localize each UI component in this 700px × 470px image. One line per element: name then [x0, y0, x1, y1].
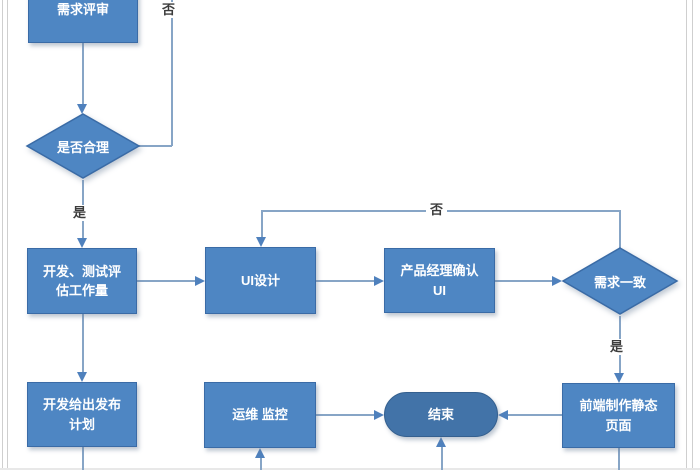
node-release-plan-line1: 开发给出发布 [42, 397, 121, 412]
node-ops-monitoring-label: 运维 监控 [232, 407, 288, 423]
arrowhead-right-uidesign [195, 276, 205, 286]
arrowhead-right-consistent [552, 276, 562, 286]
connector-up-into-end [441, 447, 443, 470]
node-is-reasonable: 是否合理 [25, 112, 141, 180]
arrowhead-down-frontend [614, 373, 624, 383]
arrowhead-down-reasonable [77, 104, 87, 114]
connector-pmconfirm-to-consistent [495, 280, 552, 282]
frame-right-inner-line [686, 0, 687, 470]
node-dev-test-estimate-line1: 开发、测试评 [42, 263, 121, 279]
node-release-plan-line2: 计划 [68, 416, 95, 432]
arrowhead-right-pmconfirm [374, 276, 384, 286]
arrowhead-up-end [436, 437, 446, 447]
node-is-reasonable-label: 是否合理 [56, 139, 109, 155]
node-requirement-review-label: 需求评审 [56, 1, 109, 17]
connector-estimate-to-releaseplan [82, 314, 84, 372]
edge-label-consistent-yes: 是 [606, 339, 628, 355]
arrowhead-down-uidesign-top [256, 237, 266, 247]
connector-frontend-down [618, 448, 620, 470]
node-requirement-review: 需求评审 [28, 0, 138, 43]
node-pm-confirm-ui-line2: UI [433, 282, 446, 298]
diamond-shape [561, 247, 679, 315]
node-requirement-consistent: 需求一致 [561, 246, 679, 316]
connector-consistent-no-up [619, 210, 621, 248]
node-end: 结束 [384, 392, 498, 437]
arrowhead-up-ops [255, 448, 265, 458]
node-requirement-consistent-label: 需求一致 [593, 274, 646, 290]
edge-label-reasonable-yes: 是 [69, 205, 91, 221]
node-pm-confirm-ui: 产品经理确认 UI [384, 248, 495, 313]
edge-label-reasonable-no: 否 [158, 2, 180, 18]
frame-bottom-line [0, 468, 700, 470]
frame-right-outer-line [692, 0, 693, 470]
connector-up-into-ops [260, 458, 262, 470]
arrowhead-right-end [374, 410, 384, 420]
connector-ops-to-end [316, 414, 374, 416]
node-frontend-static: 前端制作静态 页面 [562, 383, 675, 448]
node-frontend-static-line2: 页面 [605, 417, 632, 433]
node-release-plan: 开发给出发布 计划 [27, 382, 137, 447]
edge-label-consistent-no: 否 [426, 202, 448, 218]
node-ui-design: UI设计 [205, 247, 316, 314]
frame-left-inner-line [7, 0, 8, 470]
connector-review-to-reasonable [82, 43, 84, 105]
diamond-shape [25, 113, 141, 179]
node-dev-test-estimate: 开发、测试评 估工作量 [27, 248, 137, 314]
connector-uidesign-to-pmconfirm [316, 280, 374, 282]
connector-estimate-to-uidesign [137, 280, 195, 282]
node-pm-confirm-ui-line1: 产品经理确认 [400, 263, 479, 278]
connector-releaseplan-down [82, 447, 84, 470]
arrowhead-down-dev-estimate [77, 238, 87, 248]
node-ops-monitoring: 运维 监控 [204, 382, 316, 448]
frame-left-outer-line [2, 0, 3, 470]
connector-consistent-no-down [261, 210, 263, 237]
node-frontend-static-line1: 前端制作静态 [579, 398, 658, 413]
node-end-label: 结束 [427, 406, 454, 422]
arrowhead-down-releaseplan [77, 372, 87, 382]
connector-reasonable-no-vertical [171, 0, 173, 146]
connector-reasonable-no-horizontal [139, 145, 172, 147]
node-ui-design-label: UI设计 [240, 272, 280, 288]
node-dev-test-estimate-line2: 估工作量 [55, 283, 108, 298]
connector-frontend-to-end [508, 414, 562, 416]
arrowhead-left-end [498, 410, 508, 420]
